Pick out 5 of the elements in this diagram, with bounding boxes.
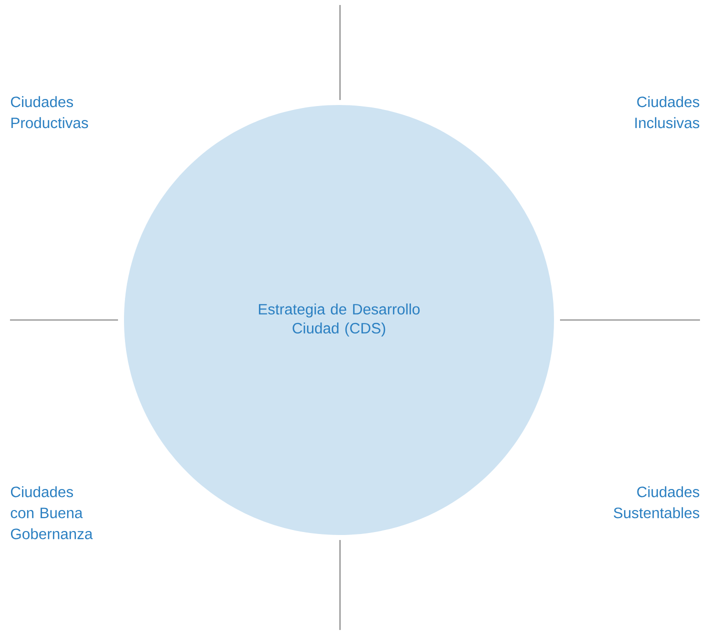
quadrant-label: Ciudades Sustentables	[614, 486, 700, 518]
quadrant-label: Ciudades Inclusivas	[635, 96, 700, 128]
quadrant-label: Ciudades Productivas	[10, 96, 88, 128]
quadrant-label: Ciudades con Buena Gobernanza	[10, 486, 93, 540]
circle-node: Estrategia de Desarrollo Ciudad (CDS)	[124, 105, 554, 535]
